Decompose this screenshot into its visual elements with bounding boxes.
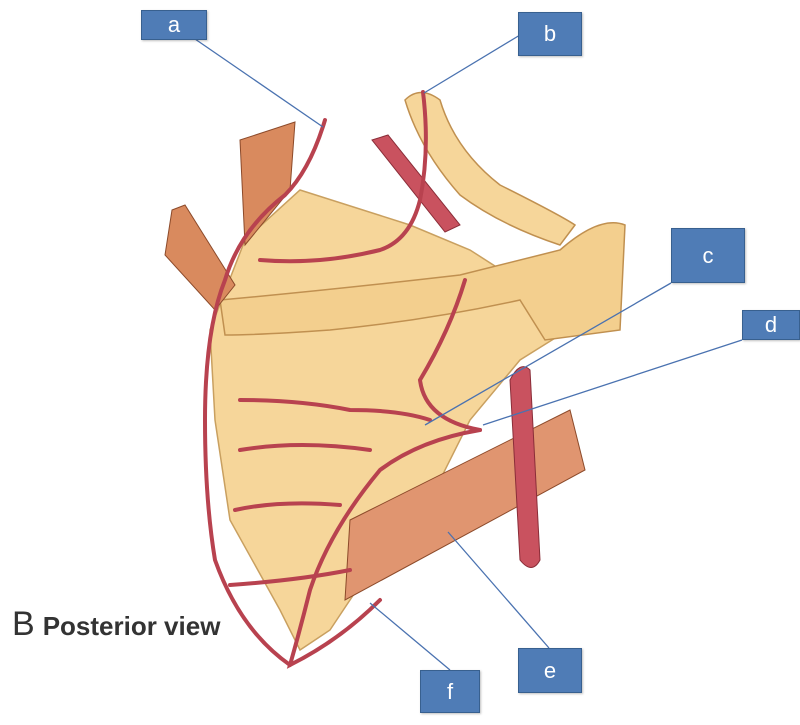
label-c: c: [671, 228, 745, 283]
label-d: d: [742, 310, 800, 340]
label-a: a: [141, 10, 207, 40]
label-b: b: [518, 12, 582, 56]
muscle-left: [164, 204, 236, 311]
axillary-artery: [509, 366, 541, 568]
pointer-lines: [194, 34, 743, 671]
arteries: [202, 90, 482, 669]
label-e: e: [518, 648, 582, 693]
scapular-spine: [219, 222, 626, 341]
view-title: Posterior view: [42, 611, 221, 641]
panel-letter: B: [12, 605, 35, 643]
clavicle: [404, 91, 577, 246]
label-f: f: [420, 670, 480, 713]
